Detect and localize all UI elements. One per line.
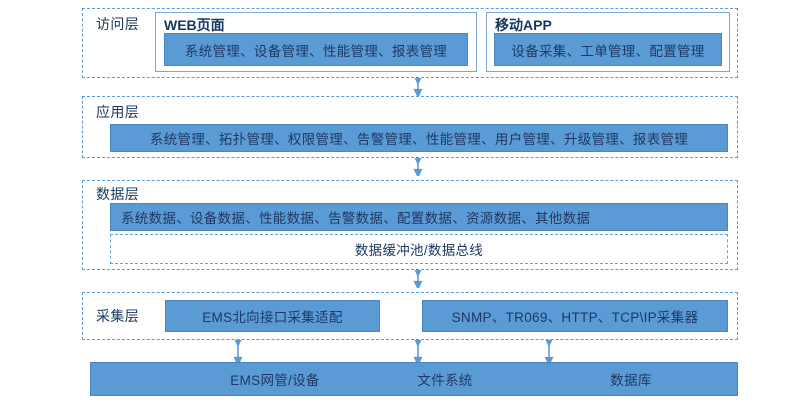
panel-web-modules-bar: 系统管理、设备管理、性能管理、报表管理 bbox=[164, 33, 468, 66]
connector-access-to-application-icon bbox=[413, 78, 423, 96]
layer-data-entities-bar: 系统数据、设备数据、性能数据、告警数据、配置数据、资源数据、其他数据 bbox=[110, 203, 728, 231]
panel-mobile-app-title: 移动APP bbox=[495, 17, 552, 33]
layer-access-label: 访问层 bbox=[96, 16, 140, 32]
data-buffer-bus-box: 数据缓冲池/数据总线 bbox=[110, 234, 728, 264]
connector-collection-to-filesystem-icon bbox=[413, 340, 423, 364]
connector-collection-to-ems-icon bbox=[233, 340, 243, 364]
bottom-resource-bar: EMS网管/设备 文件系统 数据库 bbox=[90, 362, 738, 396]
panel-web-title: WEB页面 bbox=[164, 17, 225, 33]
collection-box-protocol-collector: SNMP、TR069、HTTP、TCP\IP采集器 bbox=[422, 300, 728, 332]
bottom-cell-ems: EMS网管/设备 bbox=[230, 373, 320, 388]
bottom-cell-database: 数据库 bbox=[610, 373, 652, 388]
connector-collection-to-database-icon bbox=[544, 340, 554, 364]
layer-collection-label: 采集层 bbox=[96, 308, 140, 324]
panel-mobile-app-modules-bar: 设备采集、工单管理、配置管理 bbox=[494, 33, 722, 66]
layer-application-modules-bar: 系统管理、拓扑管理、权限管理、告警管理、性能管理、用户管理、升级管理、报表管理 bbox=[110, 124, 728, 152]
layer-data-label: 数据层 bbox=[96, 186, 140, 202]
bottom-cell-filesystem: 文件系统 bbox=[417, 373, 473, 388]
connector-data-to-collection-icon bbox=[413, 270, 423, 288]
connector-application-to-data-icon bbox=[413, 158, 423, 176]
layer-application-label: 应用层 bbox=[96, 104, 140, 120]
collection-box-ems-adapter: EMS北向接口采集适配 bbox=[165, 300, 380, 332]
